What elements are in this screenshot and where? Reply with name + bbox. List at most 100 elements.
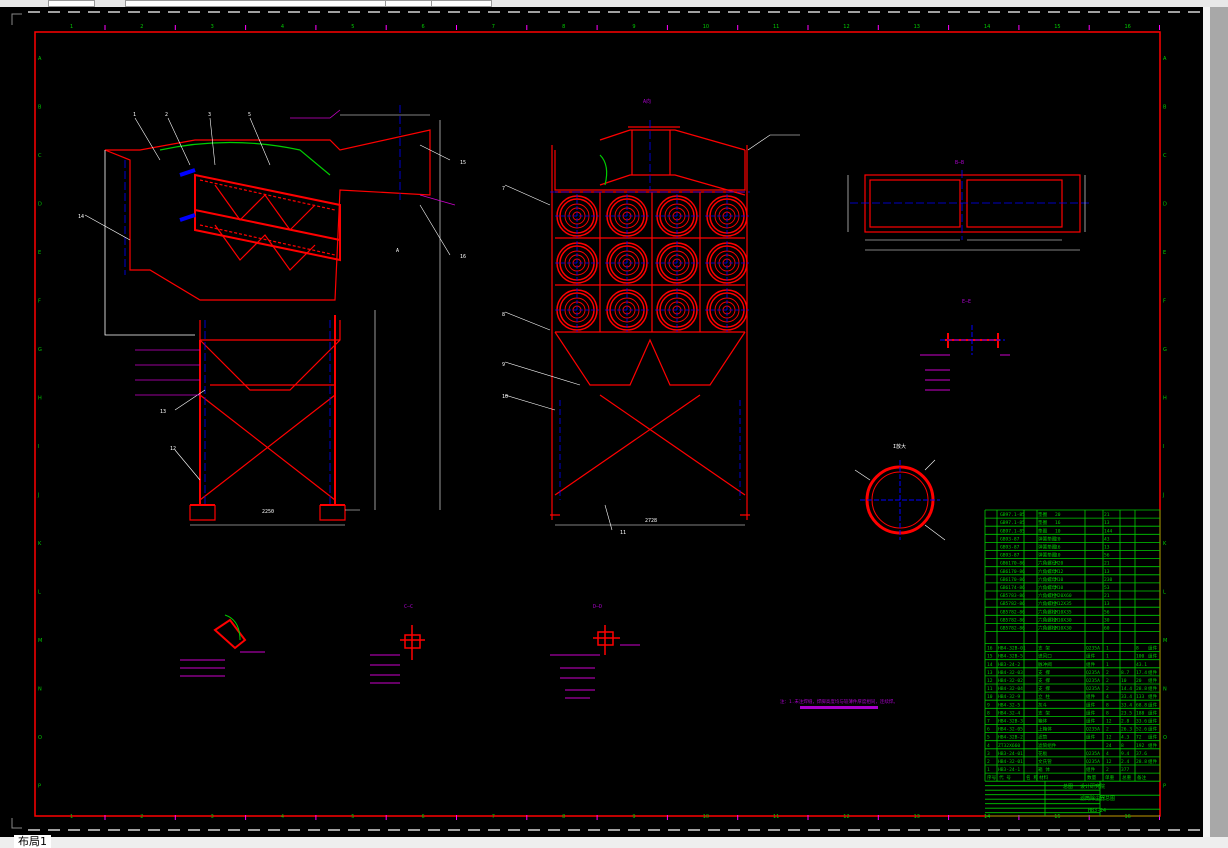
grid-letter: J xyxy=(1162,493,1164,499)
grid-number: 16 xyxy=(1125,814,1131,820)
grid-number: 8 xyxy=(562,24,565,30)
technical-note: 注：1.未注焊缝，焊脚高度均与较薄件厚度相同，连续焊。 xyxy=(780,698,898,705)
table-cell: 1 xyxy=(1106,662,1109,668)
table-cell: HB3-24-01 xyxy=(998,751,1023,757)
table-cell: 2 xyxy=(1106,686,1109,692)
table-cell: 1 xyxy=(1106,654,1109,660)
table-cell: 文氏管 xyxy=(1038,758,1052,765)
table-cell: HB3-24-1 xyxy=(998,767,1020,773)
scrollbar-track[interactable] xyxy=(1203,7,1210,837)
table-cell: GB5782-86 xyxy=(1000,609,1025,615)
table-cell: 8 xyxy=(1106,702,1109,708)
centerline xyxy=(555,241,599,285)
table-cell: 37.6 xyxy=(1136,751,1147,757)
grid-letter: L xyxy=(38,590,41,596)
table-cell: 箱体 xyxy=(1038,718,1048,725)
grid-letter: O xyxy=(38,735,42,741)
part-number: 15 xyxy=(460,160,466,166)
table-cell: 2 xyxy=(1106,727,1109,733)
table-cell: 箱 体 xyxy=(1038,766,1050,773)
table-cell: 六角螺栓 xyxy=(1038,600,1057,607)
grid-number: 6 xyxy=(422,814,425,820)
table-cell: 8 xyxy=(1136,646,1139,652)
table-cell: 28.8 xyxy=(1136,686,1147,692)
table-cell: HB3-24-2 xyxy=(998,662,1020,668)
table-cell: HB4-32B-5 xyxy=(998,654,1023,660)
table-cell: 组件 xyxy=(1148,701,1158,708)
grid-letter: F xyxy=(38,299,41,305)
table-cell: 组件 xyxy=(1086,734,1096,741)
grid-letter: N xyxy=(1163,687,1167,693)
grid-number: 3 xyxy=(211,24,214,30)
centerline xyxy=(705,241,749,285)
table-cell: 9 xyxy=(987,702,990,708)
table-cell: 72 xyxy=(1136,735,1142,741)
table-cell: 6 xyxy=(987,727,990,733)
table-cell: 六角螺栓 xyxy=(1038,625,1057,632)
section-label: B—B xyxy=(955,160,964,166)
table-cell: 组件 xyxy=(1148,758,1158,765)
table-cell: GB97.1-85 xyxy=(1000,520,1025,526)
table-cell: 代 号 xyxy=(999,774,1011,781)
part-number: 12 xyxy=(170,446,176,452)
table-cell: GB5782-86 xyxy=(1000,617,1025,623)
table-cell: 144 xyxy=(1104,528,1113,534)
grid-letter: D xyxy=(1163,202,1167,208)
part-number: 5 xyxy=(248,112,251,118)
table-cell: 11 xyxy=(987,686,993,692)
grid-letter: P xyxy=(38,784,41,790)
table-cell: 组件 xyxy=(1086,709,1096,716)
table-cell: HB4-32B-3 xyxy=(998,719,1023,725)
part-number: 16 xyxy=(460,254,466,260)
table-cell: 上箱体 xyxy=(1038,726,1052,733)
toolbar-field[interactable] xyxy=(385,0,432,7)
grid-number: 11 xyxy=(773,814,779,820)
grid-letter: C xyxy=(1163,153,1167,159)
table-cell: 8 xyxy=(1106,710,1109,716)
layout-tab-bar: 布局1 xyxy=(0,835,1228,848)
table-cell: 组件 xyxy=(1148,653,1158,660)
grid-number: 4 xyxy=(281,814,284,820)
part-number: 8 xyxy=(502,312,505,318)
table-cell: HB4-32-5 xyxy=(998,702,1020,708)
tab-layout1[interactable]: 布局1 xyxy=(14,835,51,848)
table-cell: 支 撑 xyxy=(1038,677,1050,684)
toolbar-field[interactable] xyxy=(48,0,95,7)
table-cell: 28.8 xyxy=(1136,759,1147,765)
table-cell: 33.4 xyxy=(1121,702,1132,708)
grid-number: 2 xyxy=(140,24,143,30)
table-cell: 组件 xyxy=(1086,701,1096,708)
command-field[interactable] xyxy=(125,0,492,7)
centerline xyxy=(605,194,649,238)
side-view xyxy=(84,105,456,526)
drawing-canvas[interactable]: 1122334455667788991010111112121313141415… xyxy=(0,7,1203,837)
section-e-view xyxy=(920,325,1010,391)
table-cell: HB4-32B-2 xyxy=(998,735,1023,741)
grid-letter: A xyxy=(38,56,42,62)
table-cell: 9.4 xyxy=(1121,751,1130,757)
view-arrow-label: A xyxy=(396,248,399,254)
table-cell: 组件 xyxy=(1086,693,1096,700)
centerline xyxy=(555,194,599,238)
part-number: 13 xyxy=(160,409,166,415)
table-cell: 六角螺栓 xyxy=(1038,608,1057,615)
table-cell: 1 xyxy=(1106,646,1109,652)
table-cell: M10X30 xyxy=(1055,626,1072,632)
table-cell: 组件 xyxy=(1148,685,1158,692)
table-cell: 组件 xyxy=(1148,645,1158,652)
grid-number: 15 xyxy=(1054,24,1060,30)
table-cell: 组件 xyxy=(1148,677,1158,684)
front-view xyxy=(504,120,800,531)
grid-number: 10 xyxy=(703,814,709,820)
grid-number: 13 xyxy=(914,814,920,820)
table-cell: GB6174-86 xyxy=(1000,585,1025,591)
table-cell: 8 xyxy=(1121,743,1124,749)
table-cell: 13 xyxy=(1104,545,1110,551)
table-cell: 2.8 xyxy=(1121,719,1130,725)
table-cell: 六角螺母 xyxy=(1038,576,1057,583)
dimension-text: 2728 xyxy=(645,518,657,524)
table-cell: Q235A xyxy=(1086,751,1100,757)
table-cell: 23.5 xyxy=(1121,710,1132,716)
table-cell: 16 xyxy=(987,646,993,652)
